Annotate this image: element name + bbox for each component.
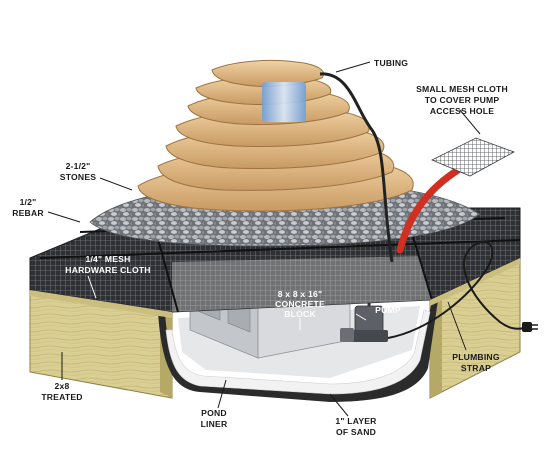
label-tubing: TUBING	[374, 58, 408, 68]
sand-layer	[165, 309, 431, 395]
label-rebar-line1: 1/2"	[20, 197, 37, 207]
label-block-line1: 8 x 8 x 16"	[278, 289, 323, 299]
label-block-line3: BLOCK	[284, 309, 316, 319]
label-small-mesh-cloth-line2: TO COVER PUMP	[425, 95, 500, 105]
label-small-mesh-cloth-line1: SMALL MESH CLOTH	[416, 84, 508, 94]
plumbing-strap	[396, 166, 462, 254]
label-pump: PUMP	[375, 305, 401, 315]
label-stones-line2: STONES	[60, 172, 96, 182]
label-hardware-cloth-line1: 1/4" MESH	[85, 254, 130, 264]
rebar-rod	[39, 239, 521, 259]
label-treated-line1: 2x8	[55, 381, 70, 391]
label-strap-line2: STRAP	[461, 363, 491, 373]
label-treated-line2: TREATED	[41, 392, 82, 402]
label-small-mesh-cloth-line3: ACCESS HOLE	[430, 106, 494, 116]
label-block-line2: CONCRETE	[275, 299, 325, 309]
leader-lines	[47, 61, 481, 417]
label-liner-line1: POND	[201, 408, 227, 418]
small-mesh-cloth	[431, 137, 515, 177]
pump	[340, 260, 393, 342]
power-cord	[387, 241, 538, 339]
label-sand-line1: 1" LAYER	[335, 416, 377, 426]
label-stones-line1: 2-1/2"	[66, 161, 91, 171]
label-sand-line2: OF SAND	[336, 427, 376, 437]
label-strap-line1: PLUMBING	[452, 352, 500, 362]
label-rebar-line2: REBAR	[12, 208, 44, 218]
label-liner-line2: LINER	[201, 419, 228, 429]
label-hardware-cloth-line2: HARDWARE CLOTH	[65, 265, 150, 275]
tubing	[319, 72, 394, 263]
waterfall	[262, 82, 306, 122]
